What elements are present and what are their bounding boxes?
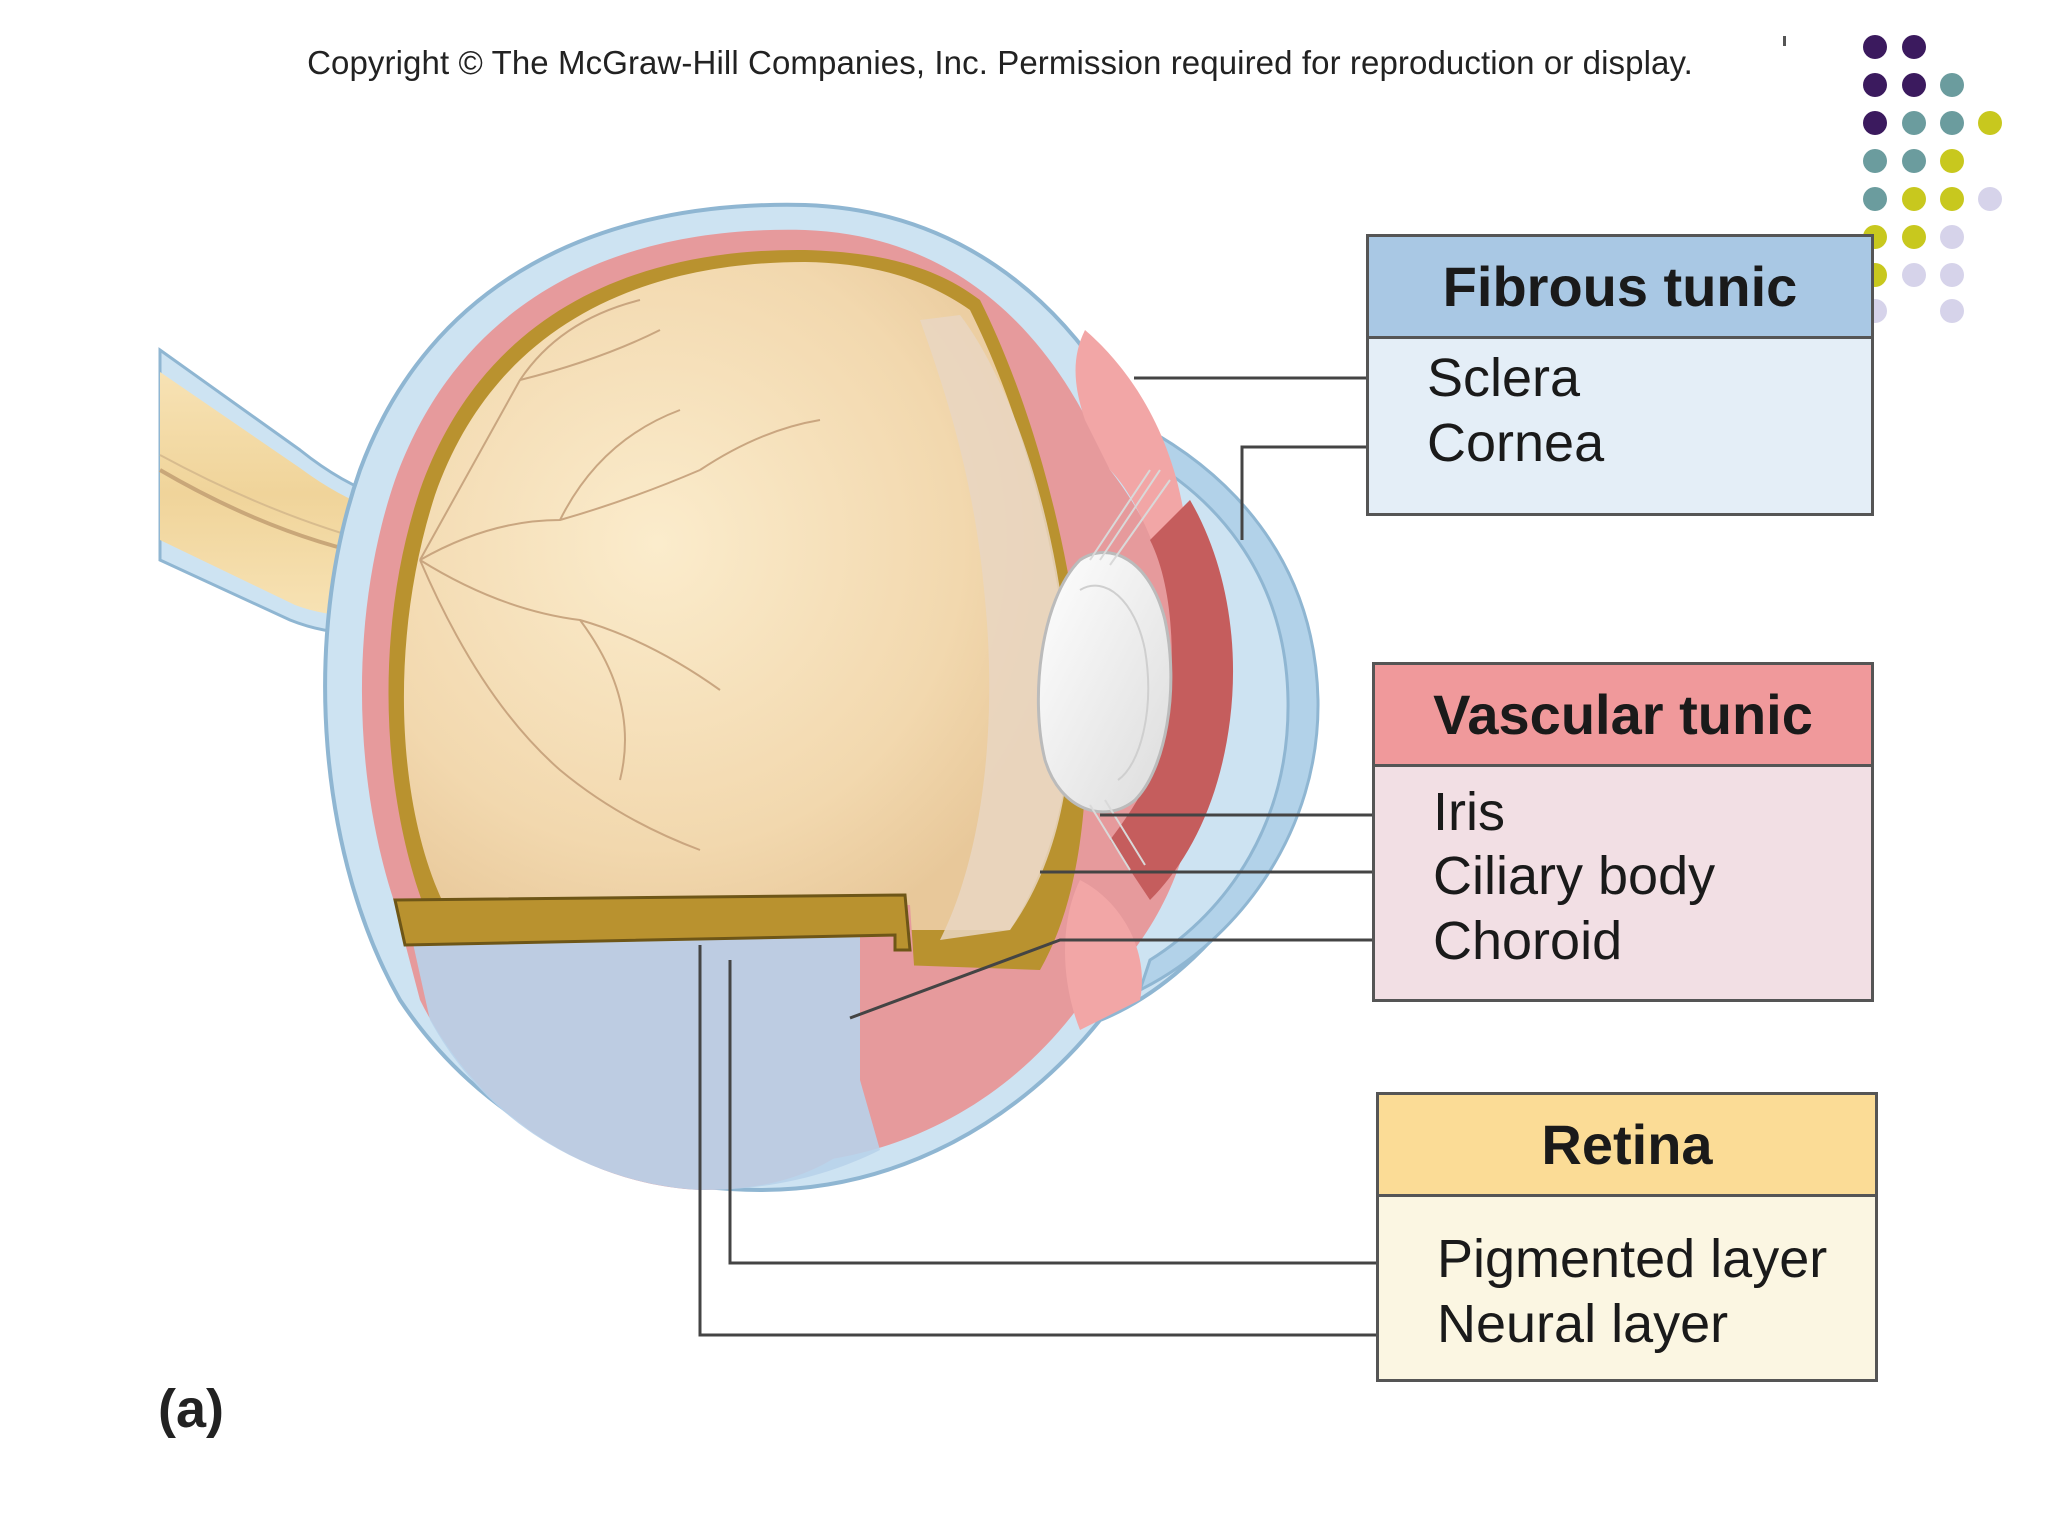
fibrous-tunic-box: Fibrous tunic Sclera Cornea (1366, 234, 1874, 516)
label-cornea: Cornea (1427, 413, 1605, 473)
label-choroid: Choroid (1433, 911, 1623, 971)
vascular-tunic-title: Vascular tunic (1375, 665, 1871, 767)
retina-title: Retina (1379, 1095, 1875, 1197)
copyright-notice: Copyright © The McGraw-Hill Companies, I… (307, 44, 1693, 81)
leader-lines (698, 376, 1412, 1337)
label-ciliary-body: Ciliary body (1433, 846, 1716, 906)
retina-box: Retina Pigmented layer Neural layer (1376, 1092, 1878, 1382)
label-pigmented-layer: Pigmented layer (1437, 1229, 1828, 1289)
label-neural-layer: Neural layer (1437, 1294, 1729, 1354)
fibrous-tunic-title: Fibrous tunic (1369, 237, 1871, 339)
label-sclera: Sclera (1427, 348, 1581, 408)
vascular-tunic-box: Vascular tunic Iris Ciliary body Choroid (1372, 662, 1874, 1002)
eyeball (323, 202, 1320, 1193)
label-iris: Iris (1433, 782, 1505, 842)
figure-label: (a) (158, 1379, 224, 1439)
